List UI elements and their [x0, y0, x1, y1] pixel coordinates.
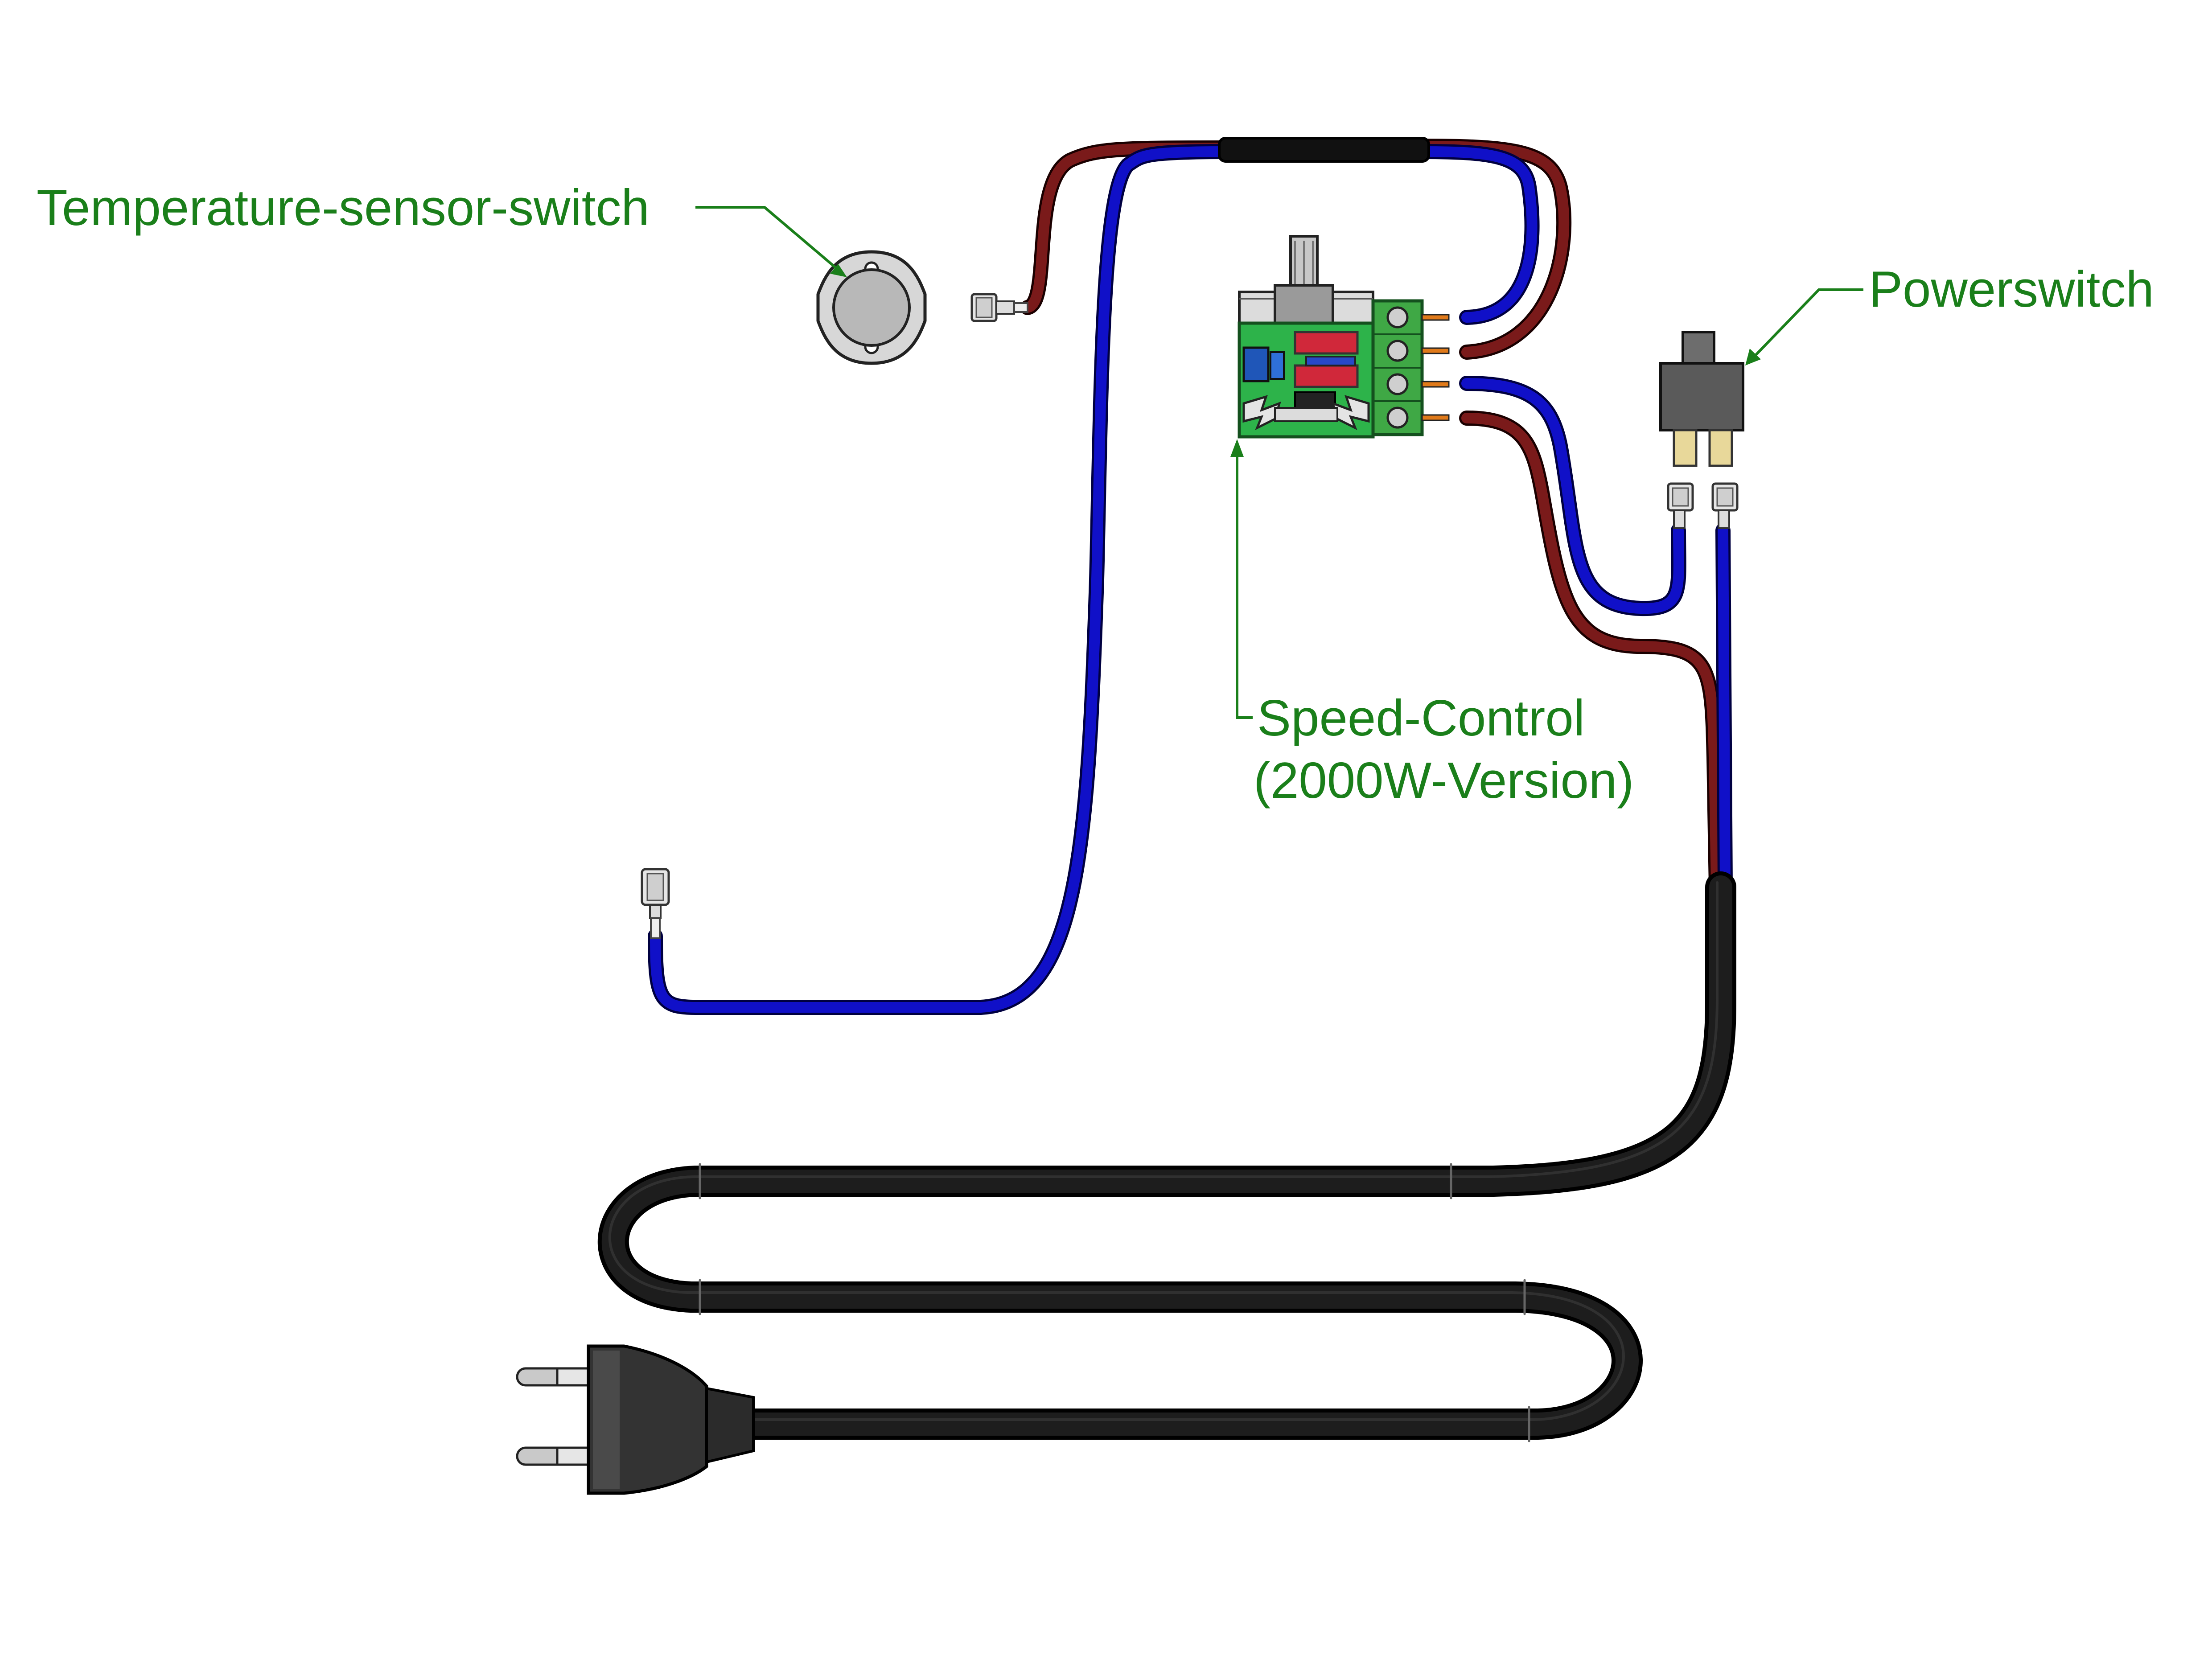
blue-wire-to-loose-connector: [648, 144, 1233, 1015]
red-wire-bundle-to-sc: [1414, 139, 1572, 360]
mains-cable: [597, 871, 1736, 1442]
heat-shrink-bundle: [1218, 137, 1430, 163]
label-speed-control-version: (2000W-Version): [1254, 752, 1634, 809]
bimetal-thermostat-icon: [816, 250, 1028, 365]
label-leaders: [695, 206, 1863, 719]
leader-powerswitch: [1753, 288, 1863, 358]
wires: [648, 139, 1733, 1015]
loose-spade-connector: [641, 868, 670, 939]
rocker-switch-icon: [1659, 331, 1744, 529]
label-speed-control: Speed-Control: [1257, 690, 1585, 747]
leader-temperature: [695, 206, 839, 271]
pwm-board-icon: [1238, 235, 1450, 439]
label-temperature-sensor-switch: Temperature-sensor-switch: [37, 180, 650, 236]
leader-speed-control: [1236, 448, 1253, 719]
mains-plug-icon: [516, 1344, 755, 1495]
label-powerswitch: Powerswitch: [1869, 261, 2154, 318]
